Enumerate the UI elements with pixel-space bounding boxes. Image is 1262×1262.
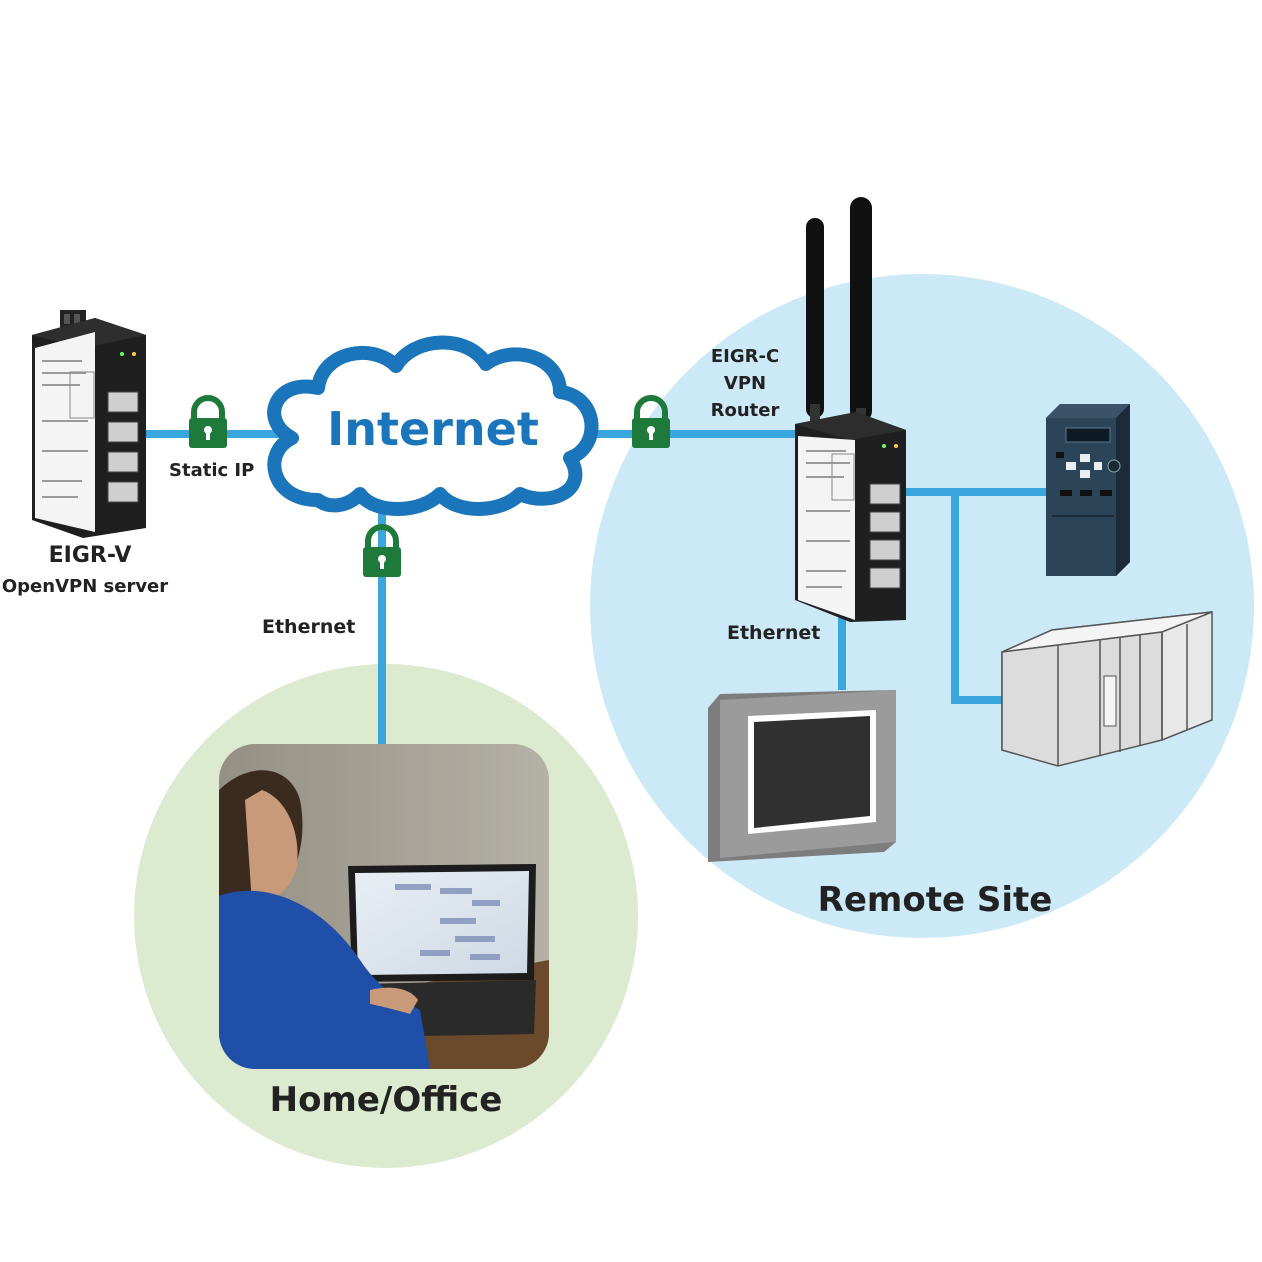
eigr-v-device (32, 310, 146, 538)
vfd-drive-icon (1046, 404, 1130, 576)
static-ip-label: Static IP (169, 460, 255, 481)
hmi-panel-icon (708, 690, 896, 862)
person-at-laptop-photo (219, 744, 549, 1069)
eigr-c-device (795, 197, 906, 622)
eigr-c-label-line2: VPN (723, 373, 767, 394)
padlock-icon (632, 395, 670, 448)
remote-site-label: Remote Site (817, 880, 1053, 920)
eigr-v-name: EIGR-V (48, 543, 132, 568)
home-office-label: Home/Office (269, 1080, 503, 1120)
ethernet-label-remote: Ethernet (727, 622, 821, 644)
ethernet-label-home: Ethernet (262, 616, 356, 638)
plc-rack-icon (1001, 611, 1213, 767)
eigr-c-label-line3: Router (710, 400, 780, 421)
cloud-icon (267, 335, 599, 516)
internet-label: Internet (327, 402, 539, 456)
link-eigrc-plc (951, 492, 1002, 704)
padlock-icon (189, 395, 227, 448)
remote-site-zone (590, 274, 1254, 938)
padlock-icon (363, 524, 401, 577)
eigr-c-label-line1: EIGR-C (710, 346, 780, 367)
eigr-v-role: OpenVPN server (1, 576, 169, 597)
